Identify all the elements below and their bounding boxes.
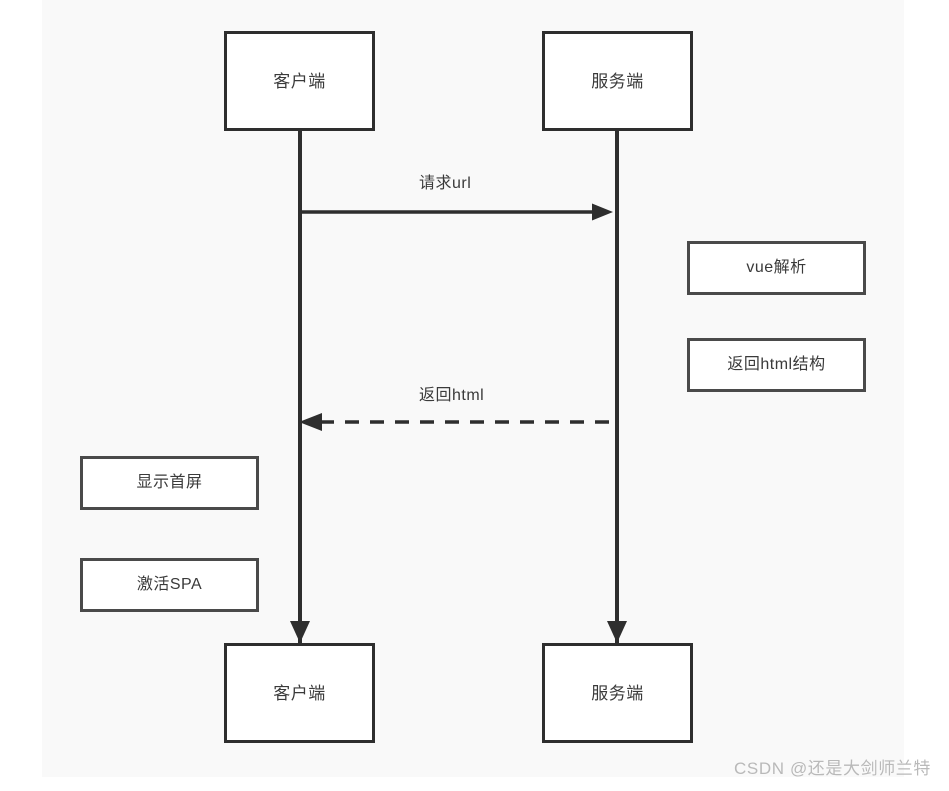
lifeline-client-end-arrowhead bbox=[288, 620, 312, 644]
lifeline-client bbox=[298, 131, 302, 643]
message-return-html-arrow bbox=[298, 413, 616, 431]
participant-server-bottom[interactable]: 服务端 bbox=[542, 643, 693, 743]
note-vue-parse[interactable]: vue解析 bbox=[687, 241, 866, 295]
participant-client-top-label: 客户端 bbox=[273, 71, 326, 91]
note-activate-spa-label: 激活SPA bbox=[136, 576, 203, 593]
note-return-html-structure[interactable]: 返回html结构 bbox=[687, 338, 866, 392]
message-request-url-label: 请求url bbox=[419, 175, 472, 192]
note-activate-spa[interactable]: 激活SPA bbox=[80, 558, 259, 612]
note-show-first-screen[interactable]: 显示首屏 bbox=[80, 456, 259, 510]
csdn-watermark: CSDN @还是大剑师兰特 bbox=[734, 759, 931, 778]
message-request-url-arrow bbox=[300, 203, 616, 221]
lifeline-server-end-arrowhead bbox=[605, 620, 629, 644]
participant-server-top-label: 服务端 bbox=[591, 71, 644, 91]
participant-client-bottom[interactable]: 客户端 bbox=[224, 643, 375, 743]
participant-client-bottom-label: 客户端 bbox=[273, 683, 326, 703]
note-vue-parse-label: vue解析 bbox=[746, 259, 807, 276]
message-return-html-label: 返回html bbox=[419, 387, 485, 404]
diagram-canvas: 客户端 服务端 请求url vue解析 返回html结构 返回html 显示首屏… bbox=[42, 0, 904, 777]
note-show-first-screen-label: 显示首屏 bbox=[136, 474, 203, 491]
note-return-html-structure-label: 返回html结构 bbox=[727, 356, 826, 373]
participant-client-top[interactable]: 客户端 bbox=[224, 31, 375, 131]
lifeline-server bbox=[615, 131, 619, 643]
participant-server-bottom-label: 服务端 bbox=[591, 683, 644, 703]
participant-server-top[interactable]: 服务端 bbox=[542, 31, 693, 131]
